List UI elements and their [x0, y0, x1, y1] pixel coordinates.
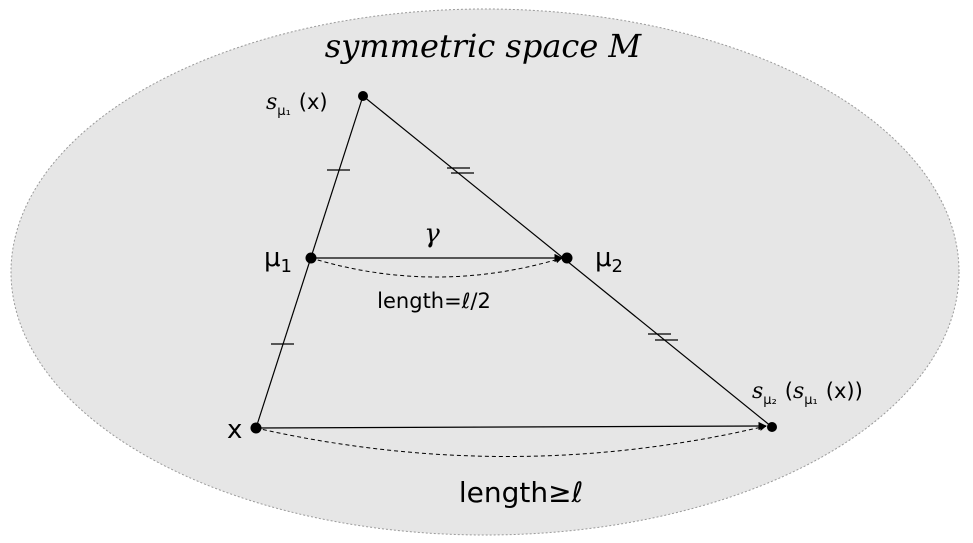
length-half-label: length=ℓ/2	[377, 289, 491, 313]
bottom-arrow	[255, 421, 767, 431]
length-full-label: length≥ℓ	[459, 476, 583, 509]
point-s-mu1-x	[358, 91, 368, 101]
label-s-mu2-s-mu1-x: sμ₂(sμ₁(x))	[752, 379, 863, 408]
symmetric-space-ellipse	[10, 8, 960, 536]
point-mu2	[561, 252, 573, 264]
label-x: x	[227, 415, 242, 445]
label-mu1: μ1	[264, 243, 292, 277]
point-s-mu2-s-mu1-x	[767, 422, 777, 432]
point-x	[250, 422, 262, 434]
label-s-mu1-x: sμ₁(x)	[266, 90, 328, 119]
gamma-label: γ	[424, 219, 440, 249]
gamma-dashed-curve	[310, 256, 563, 278]
space-title: symmetric space M	[325, 27, 643, 65]
label-mu2: μ2	[595, 243, 623, 277]
bottom-dashed-curve	[255, 424, 767, 457]
point-mu1	[305, 252, 317, 264]
